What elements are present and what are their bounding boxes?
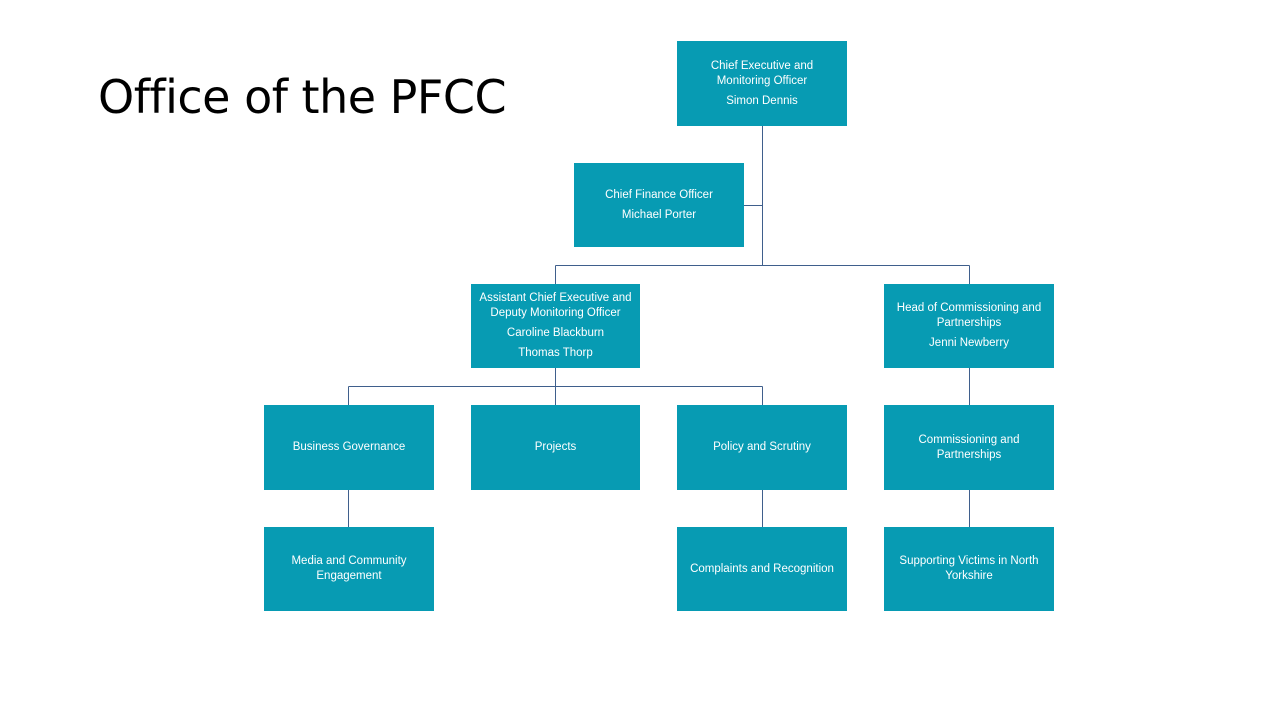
node-business-governance-label: Business Governance	[292, 441, 406, 453]
node-aceo-role-line-2: Deputy Monitoring Officer	[490, 307, 621, 319]
node-chief-finance-role: Chief Finance Officer	[605, 188, 713, 201]
node-head-commissioning-name: Jenni Newberry	[929, 337, 1009, 349]
node-media-and-community-engagement: Media and Community Engagement	[264, 527, 434, 611]
node-chief-executive-name: Simon Dennis	[726, 94, 798, 107]
node-aceo-name-2: Thomas Thorp	[518, 347, 593, 359]
node-head-commissioning-role-line-1: Head of Commissioning and	[896, 302, 1042, 314]
node-supporting-victims: Supporting Victims in North Yorkshire	[884, 527, 1054, 611]
slide-title: Office of the PFCC	[98, 70, 507, 124]
node-commissioning-and-partnerships: Commissioning and Partnerships	[884, 405, 1054, 490]
node-head-commissioning-role-line-2: Partnerships	[936, 317, 1002, 329]
node-supporting-victims-label-line-2: Yorkshire	[945, 570, 993, 582]
node-chief-finance-name: Michael Porter	[621, 208, 697, 221]
node-chief-executive: Chief Executive and Monitoring Officer S…	[677, 41, 847, 126]
node-chief-finance-officer: Chief Finance Officer Michael Porter	[574, 163, 744, 247]
node-supporting-victims-label-line-1: Supporting Victims in North	[899, 555, 1039, 567]
node-assistant-chief-executive: Assistant Chief Executive and Deputy Mon…	[471, 284, 640, 368]
node-complaints-recognition-label: Complaints and Recognition	[690, 562, 834, 575]
node-aceo-name-1: Caroline Blackburn	[506, 327, 605, 339]
node-policy-scrutiny-label: Policy and Scrutiny	[713, 441, 811, 453]
node-business-governance: Business Governance	[264, 405, 434, 490]
node-chief-executive-role-line-2: Monitoring Officer	[716, 74, 808, 87]
node-policy-and-scrutiny: Policy and Scrutiny	[677, 405, 847, 490]
node-media-community-label-line-2: Engagement	[316, 570, 382, 582]
node-commissioning-partnerships-label-line-1: Commissioning and	[918, 433, 1020, 446]
node-media-community-label-line-1: Media and Community	[291, 555, 407, 567]
node-head-of-commissioning: Head of Commissioning and Partnerships J…	[884, 284, 1054, 368]
node-chief-executive-role-line-1: Chief Executive and	[710, 59, 814, 72]
node-projects-label: Projects	[534, 441, 577, 453]
node-complaints-and-recognition: Complaints and Recognition	[677, 527, 847, 611]
node-aceo-role-line-1: Assistant Chief Executive and	[479, 292, 632, 304]
node-projects: Projects	[471, 405, 640, 490]
node-commissioning-partnerships-label-line-2: Partnerships	[936, 448, 1002, 461]
